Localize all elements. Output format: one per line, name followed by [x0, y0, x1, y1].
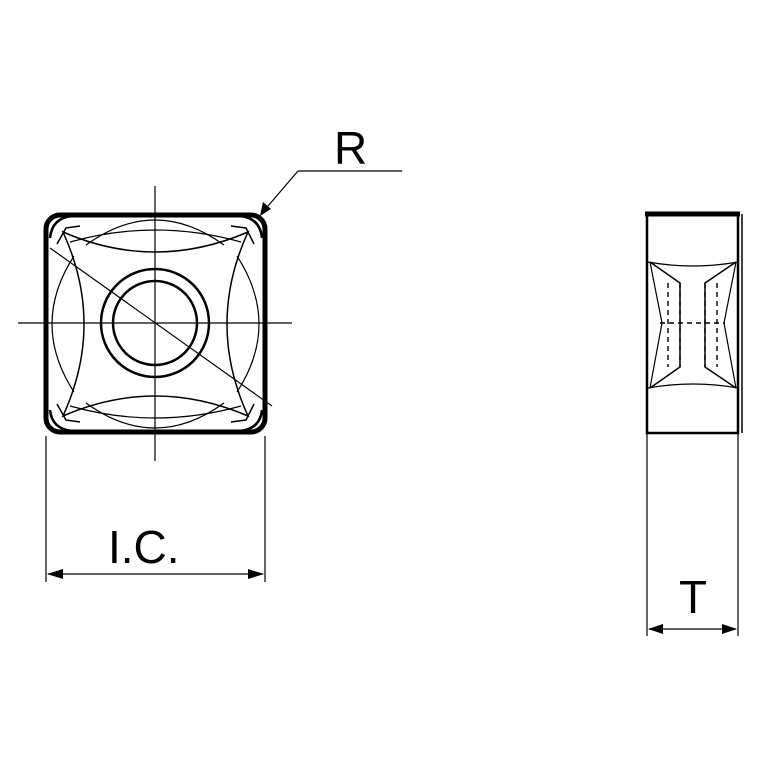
- radius-leader: [260, 170, 402, 216]
- ic-arrow-left: [47, 569, 63, 579]
- profile-curve-bottom: [647, 383, 739, 389]
- corner-detail-br-inner: [230, 403, 255, 423]
- corner-detail-tr: [239, 214, 264, 239]
- profile-fan-left: [649, 261, 663, 389]
- top-view: [18, 186, 292, 461]
- profile-curve-top: [647, 261, 739, 267]
- t-arrow-left: [648, 624, 663, 634]
- profile-fan-right: [723, 261, 737, 389]
- diagonal-line: [49, 247, 273, 407]
- radius-leader-arrowhead: [260, 202, 271, 216]
- ic-dimension: [45, 436, 266, 582]
- profile-right: [704, 261, 737, 389]
- corner-detail-tr-inner: [230, 225, 255, 245]
- ic-arrow-right: [248, 569, 264, 579]
- radius-label: R: [334, 122, 368, 174]
- corner-detail-tl: [48, 214, 73, 239]
- arc-right: [236, 255, 260, 393]
- profile-left: [649, 261, 681, 389]
- arc-left: [51, 255, 75, 393]
- radius-leader-line: [261, 170, 299, 214]
- ic-label: I.C.: [108, 521, 180, 573]
- corner-detail-bl: [48, 409, 73, 433]
- corner-detail-br: [239, 409, 264, 433]
- side-view: [645, 211, 743, 435]
- thickness-label: T: [679, 571, 708, 623]
- t-arrow-right: [722, 624, 737, 634]
- corner-detail-bl-inner: [56, 403, 81, 423]
- t-dimension: [646, 433, 739, 636]
- corner-detail-tl-inner: [56, 225, 81, 245]
